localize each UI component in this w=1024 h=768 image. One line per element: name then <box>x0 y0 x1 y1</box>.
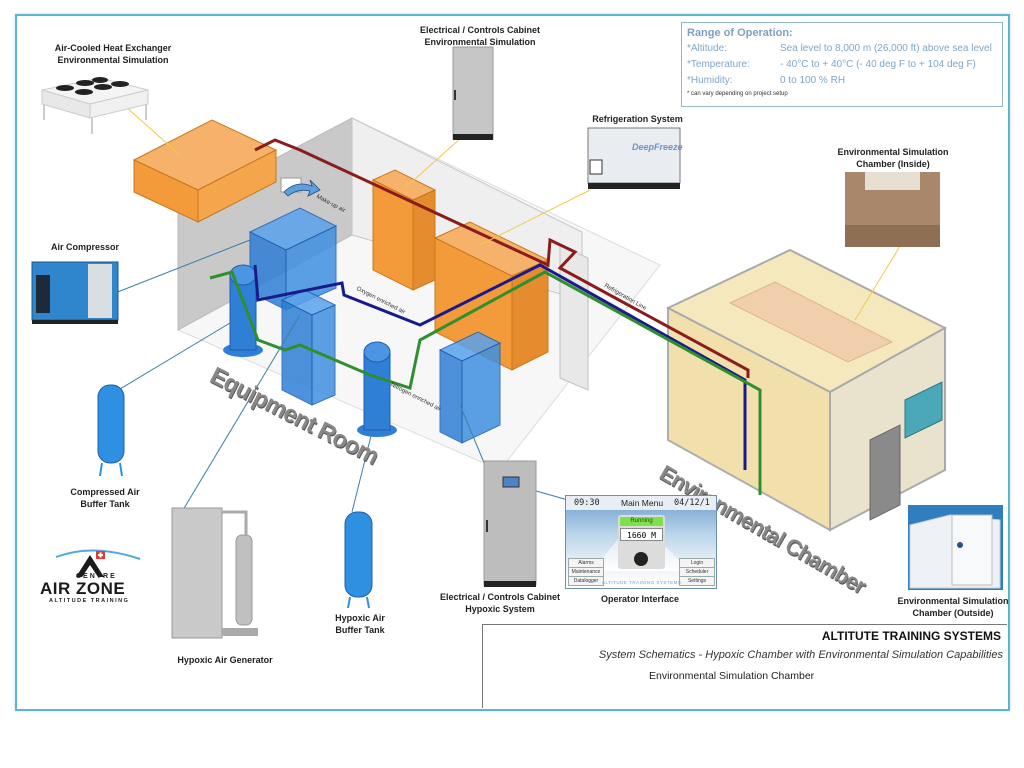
hmi-date: 04/12/1 <box>674 498 710 508</box>
chamber-outside-image <box>908 505 1003 590</box>
hypoxic-tank-label-line2: Buffer Tank <box>335 625 385 635</box>
compressed-air-tank-image <box>97 384 125 477</box>
makeup-air-arrow <box>283 179 321 197</box>
air-compressor-image <box>31 261 119 324</box>
heat-exchanger-label-line1: Air-Cooled Heat Exchanger <box>54 43 172 53</box>
hypoxic-cabinet-box <box>438 331 502 444</box>
chamber-outside-label-line1: Environmental Simulation <box>897 596 1009 606</box>
env-cabinet-label-line1: Electrical / Controls Cabinet <box>419 25 541 35</box>
compressed-tank-label-line1: Compressed Air <box>70 487 140 497</box>
chamber-inside-label-line2: Chamber (Inside) <box>856 159 930 169</box>
drawing-frame <box>15 14 1010 711</box>
oxygen-line-pipe <box>253 263 747 470</box>
refrigeration-line-pipe <box>254 138 750 378</box>
chamber-inside-label-line1: Environmental Simulation <box>837 147 949 157</box>
range-of-operation-box: Range of Operation: *Altitude: Sea level… <box>681 22 1003 107</box>
hypoxic-cabinet-label: Electrical / Controls Cabinet Hypoxic Sy… <box>430 591 570 615</box>
hypoxic-cabinet-image <box>483 460 537 587</box>
hypoxic-generator-label: Hypoxic Air Generator <box>177 655 273 665</box>
air-compressor-label: Air Compressor <box>50 242 120 252</box>
chamber-outside-label-line2: Chamber (Outside) <box>912 608 994 618</box>
env-cabinet-label-line2: Environmental Simulation <box>424 37 536 47</box>
compressed-air-tank-3d <box>223 264 263 357</box>
hmi-altitude-readout: 1660 M <box>620 528 663 541</box>
range-value: - 40°C to + 40°C (- 40 deg F to + 104 de… <box>780 59 976 70</box>
refrigeration-unit-orange <box>433 221 550 371</box>
environmental-chamber-3d <box>665 248 948 532</box>
operator-interface-screen: 09:30 Main Menu 04/12/1 Running 1660 M A… <box>565 495 717 589</box>
env-cabinet-label: Electrical / Controls Cabinet Environmen… <box>400 24 560 48</box>
refrigeration-system-label: Refrigeration System <box>592 114 683 124</box>
range-key: *Humidity: <box>687 75 733 86</box>
drawing-name: Environmental Simulation Chamber <box>649 670 815 682</box>
hypoxic-tank-label-line1: Hypoxic Air <box>335 613 385 623</box>
refrigeration-brand: DeepFreeze <box>632 142 683 152</box>
logo-altitude-training: ALTITUDE TRAINING <box>49 598 130 604</box>
range-title: Range of Operation: <box>687 27 793 39</box>
hmi-datalogger-button[interactable]: Datalogger <box>568 576 604 586</box>
hmi-status-indicator: Running <box>620 517 663 526</box>
compressed-tank-label-line2: Buffer Tank <box>80 499 130 509</box>
title-block: ALTITUTE TRAINING SYSTEMS System Schemat… <box>482 624 1007 708</box>
range-value: Sea level to 8,000 m (26,000 ft) above s… <box>780 43 992 54</box>
mountain-logo-icon <box>55 549 141 577</box>
range-note: * can vary depending on project setup <box>687 91 788 97</box>
logo-centre: CENTRE <box>76 573 117 580</box>
hypoxic-air-tank-image <box>344 511 373 609</box>
env-cabinet-image <box>452 46 494 140</box>
refrigeration-system-image: DeepFreeze <box>587 127 683 189</box>
hypoxic-air-tank-3d <box>357 341 397 437</box>
range-key: *Altitude: <box>687 43 728 54</box>
heat-exchanger-image <box>41 77 149 134</box>
nitrogen-line-pipe <box>209 270 762 495</box>
hmi-control-knob[interactable] <box>634 552 648 566</box>
chamber-inside-image <box>845 172 940 247</box>
hmi-time: 09:30 <box>574 498 600 508</box>
hypoxic-cabinet-label-line1: Electrical / Controls Cabinet <box>439 592 561 602</box>
leader-lines <box>109 97 906 516</box>
air-zone-logo: CENTRE AIR ZONE ALTITUDE TRAINING <box>38 545 148 605</box>
partition-wall <box>559 244 589 391</box>
range-value: 0 to 100 % RH <box>780 75 846 86</box>
operator-interface-label: Operator Interface <box>600 594 680 604</box>
hypoxic-generator-image <box>171 507 258 639</box>
env-cabinet-orange <box>371 169 437 291</box>
hypoxic-tank-label: Hypoxic Air Buffer Tank <box>320 612 400 636</box>
company-name: ALTITUTE TRAINING SYSTEMS <box>821 629 1001 643</box>
heat-exchanger-label-line2: Environmental Simulation <box>57 55 169 65</box>
chamber-outside-label: Environmental Simulation Chamber (Outsid… <box>888 595 1018 619</box>
heat-exchanger-label: Air-Cooled Heat Exchanger Environmental … <box>28 42 198 66</box>
compressed-tank-label: Compressed Air Buffer Tank <box>50 486 160 510</box>
hmi-menu-title: Main Menu <box>621 498 664 508</box>
hmi-settings-button[interactable]: Settings <box>679 576 715 586</box>
heat-exchanger-box <box>132 119 278 223</box>
logo-air-zone: AIR ZONE <box>40 579 126 598</box>
air-compressor-box <box>248 207 338 311</box>
chamber-inside-label: Environmental Simulation Chamber (Inside… <box>828 146 958 170</box>
drawing-subtitle: System Schematics - Hypoxic Chamber with… <box>598 649 1003 661</box>
hmi-top-bar: 09:30 Main Menu 04/12/1 <box>566 496 716 510</box>
hypoxic-cabinet-label-line2: Hypoxic System <box>465 604 535 614</box>
range-key: *Temperature: <box>687 59 750 70</box>
hmi-brand: ALTITUDE TRAINING SYSTEMS <box>602 580 682 585</box>
